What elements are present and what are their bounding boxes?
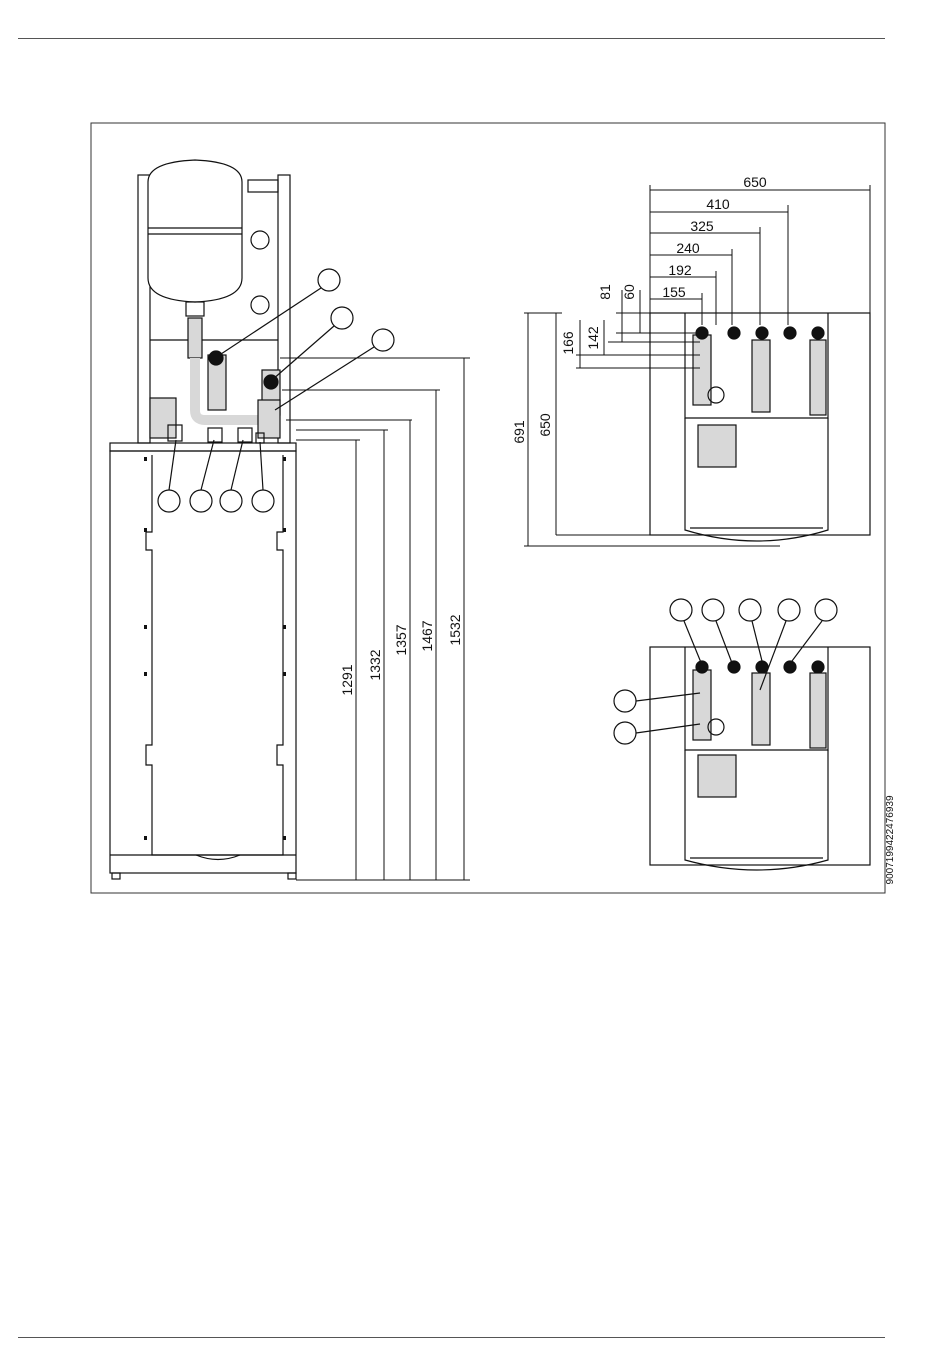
dim-155: 155 xyxy=(662,284,686,300)
front-dimension-lines xyxy=(280,358,470,880)
dim-81: 81 xyxy=(597,284,613,300)
front-panel-outline xyxy=(146,455,283,855)
document-id: 9007199422476939 xyxy=(885,795,896,884)
expansion-vessel xyxy=(148,160,242,316)
top-plate xyxy=(110,443,296,451)
dim-60: 60 xyxy=(621,284,637,300)
dim-410: 410 xyxy=(706,196,730,212)
dim-1532: 1532 xyxy=(447,614,463,645)
dim-192: 192 xyxy=(668,262,692,278)
dim-240: 240 xyxy=(676,240,700,256)
dim-1357: 1357 xyxy=(393,624,409,655)
dim-691: 691 xyxy=(511,420,527,444)
dim-650-depth: 650 xyxy=(537,413,553,437)
dim-650-width: 650 xyxy=(743,174,767,190)
terminal-block xyxy=(248,180,278,192)
dim-1332: 1332 xyxy=(367,649,383,680)
dim-1467: 1467 xyxy=(419,620,435,651)
dim-142: 142 xyxy=(585,326,601,350)
dim-166: 166 xyxy=(560,331,576,355)
dim-325: 325 xyxy=(690,218,714,234)
top-view-callouts xyxy=(614,599,870,870)
front-view xyxy=(110,160,470,880)
front-cabinet xyxy=(110,451,296,873)
dim-1291: 1291 xyxy=(339,664,355,695)
